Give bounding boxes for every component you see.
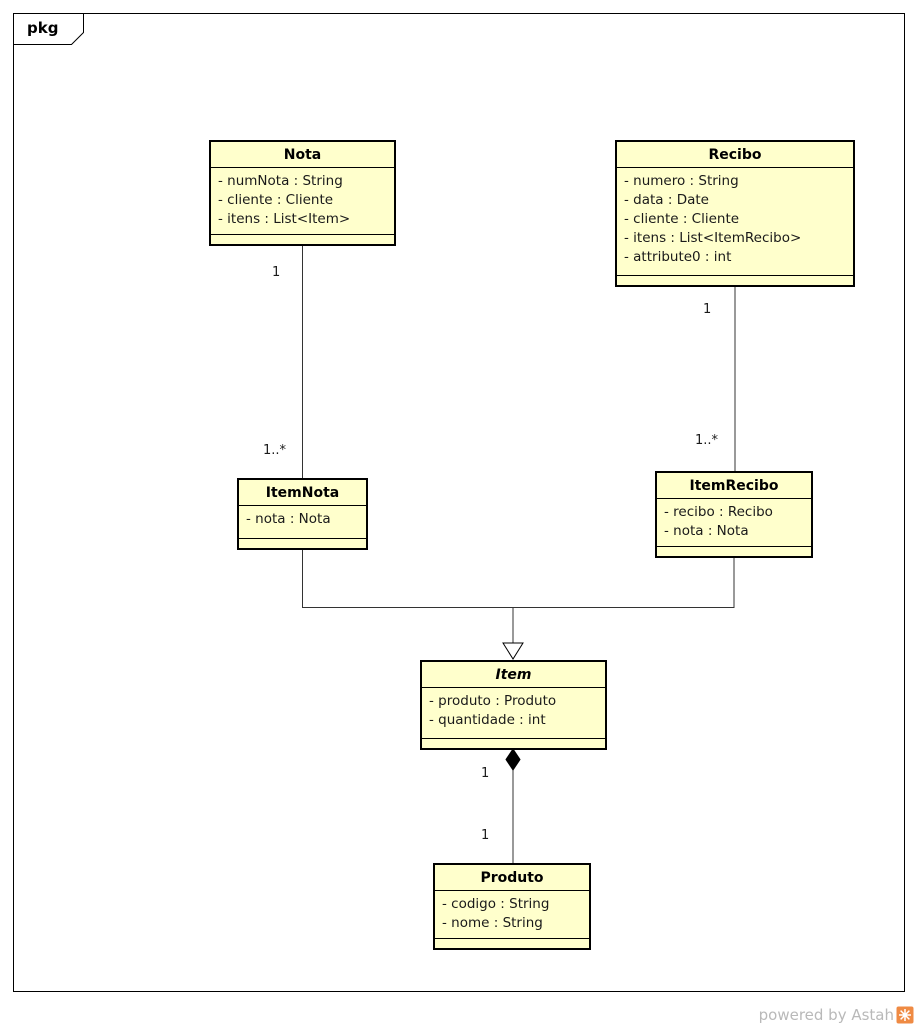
attributes-compartment: - codigo : String - nome : String xyxy=(435,891,589,938)
operations-compartment xyxy=(211,234,394,244)
class-box-nota[interactable]: Nota - numNota : String - cliente : Clie… xyxy=(209,140,396,246)
class-title-produto: Produto xyxy=(435,865,589,891)
multiplicity-label: 1 xyxy=(481,766,490,781)
attributes-compartment: - nota : Nota xyxy=(239,506,366,538)
class-box-itemrecibo[interactable]: ItemRecibo - recibo : Recibo - nota : No… xyxy=(655,471,813,558)
attribute-line: - numero : String xyxy=(624,173,739,189)
attribute-line: - nota : Nota xyxy=(246,511,331,527)
attribute-line: - itens : List<Item> xyxy=(218,211,351,227)
attributes-compartment: - recibo : Recibo - nota : Nota xyxy=(657,499,811,546)
attribute-line: - cliente : Cliente xyxy=(218,192,334,208)
composition-diamond-icon xyxy=(505,748,521,771)
class-box-itemnota[interactable]: ItemNota - nota : Nota xyxy=(237,478,368,550)
multiplicity-label: 1..* xyxy=(695,433,719,448)
multiplicity-label: 1 xyxy=(272,265,281,280)
watermark: powered by Astah xyxy=(759,1006,914,1024)
multiplicity-label: 1 xyxy=(703,302,712,317)
multiplicity-label: 1 xyxy=(481,828,490,843)
class-title-itemrecibo: ItemRecibo xyxy=(657,473,811,499)
class-title-recibo: Recibo xyxy=(617,142,853,168)
class-title-itemnota: ItemNota xyxy=(239,480,366,506)
multiplicity-label: 1..* xyxy=(263,443,287,458)
attribute-line: - codigo : String xyxy=(442,896,550,912)
attribute-line: - nome : String xyxy=(442,915,543,931)
frame-tab-shape xyxy=(13,13,84,45)
attribute-line: - cliente : Cliente xyxy=(624,211,740,227)
operations-compartment xyxy=(435,938,589,948)
class-title-item: Item xyxy=(422,662,605,688)
frame-border xyxy=(13,13,905,992)
frame-tab-label: pkg xyxy=(27,19,59,37)
attribute-line: - quantidade : int xyxy=(429,712,546,728)
generalization-branch-lines[interactable] xyxy=(302,550,735,608)
watermark-text: powered by Astah xyxy=(758,1006,894,1024)
class-box-recibo[interactable]: Recibo - numero : String - data : Date -… xyxy=(615,140,855,287)
attribute-line: - numNota : String xyxy=(218,173,343,189)
attribute-line: - data : Date xyxy=(624,192,709,208)
class-box-item[interactable]: Item - produto : Produto - quantidade : … xyxy=(420,660,607,750)
class-box-produto[interactable]: Produto - codigo : String - nome : Strin… xyxy=(433,863,591,950)
astah-logo-icon xyxy=(896,1006,914,1024)
attribute-line: - itens : List<ItemRecibo> xyxy=(624,230,802,246)
operations-compartment xyxy=(239,538,366,548)
attribute-line: - attribute0 : int xyxy=(624,249,732,265)
attribute-line: - produto : Produto xyxy=(429,693,557,709)
class-title-nota: Nota xyxy=(211,142,394,168)
operations-compartment xyxy=(617,275,853,285)
attributes-compartment: - produto : Produto - quantidade : int xyxy=(422,688,605,738)
generalization-arrowhead-icon xyxy=(502,642,524,660)
attributes-compartment: - numNota : String - cliente : Cliente -… xyxy=(211,168,394,234)
attributes-compartment: - numero : String - data : Date - client… xyxy=(617,168,853,275)
operations-compartment xyxy=(657,546,811,556)
operations-compartment xyxy=(422,738,605,748)
attribute-line: - nota : Nota xyxy=(664,523,749,539)
attribute-line: - recibo : Recibo xyxy=(664,504,773,520)
